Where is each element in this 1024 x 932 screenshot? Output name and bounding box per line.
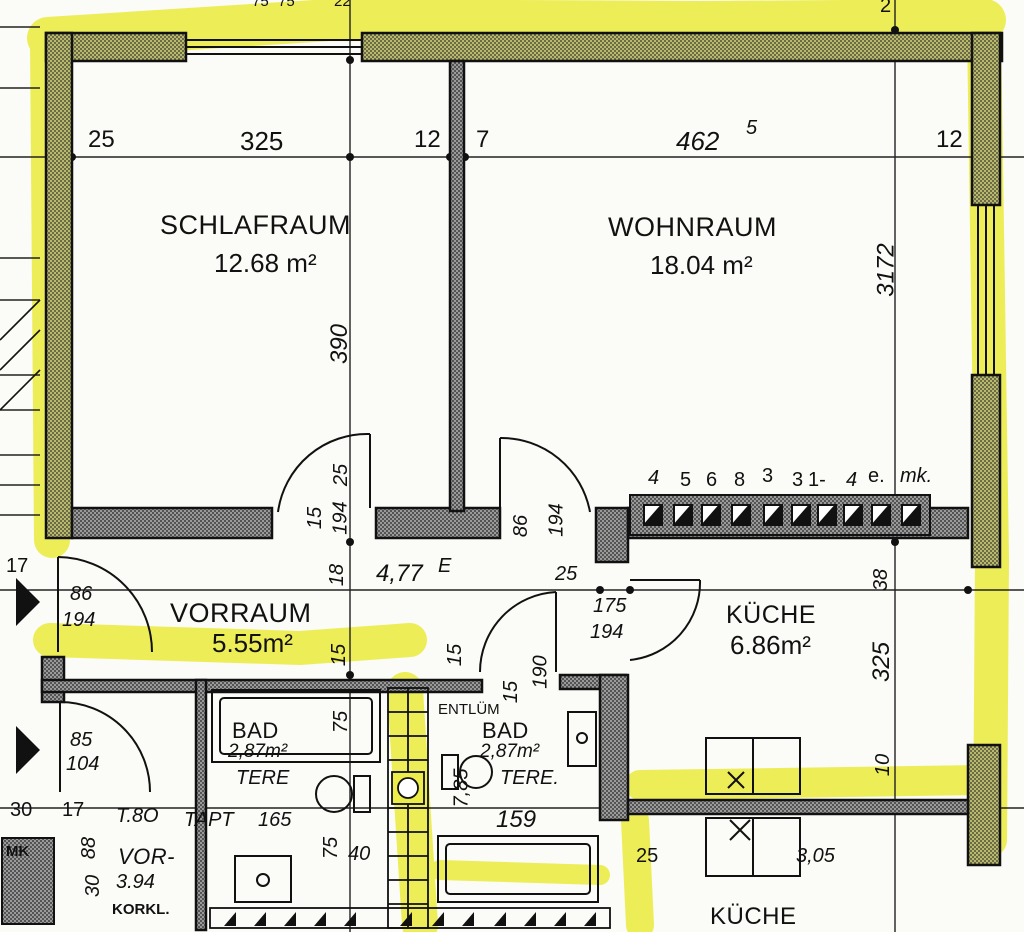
dim-bottom-tapt: TAPT <box>184 809 234 831</box>
vent-label-1: 4 <box>648 467 660 489</box>
dim-kueche-38: 38 <box>870 568 893 592</box>
dim-kueche-325: 325 <box>868 641 896 683</box>
dim-bottom-305: 3,05 <box>796 845 835 867</box>
vent-label-9: e. <box>868 465 885 487</box>
dim-kueche-door-top: 175 <box>593 595 627 617</box>
dim-edge-2: 2 <box>880 0 892 17</box>
dim-top-schlaf-width: 325 <box>240 126 284 156</box>
sink-left <box>234 855 292 903</box>
dim-bottom-30b: 30 <box>82 874 105 898</box>
vent-label-8: 4 <box>846 469 858 491</box>
dim-bad2-785: 7,85 <box>450 768 473 808</box>
room-area-schlafraum: 12.68 m² <box>214 248 317 278</box>
dim-vorraum-width: 4,77 <box>376 560 423 587</box>
dim-bad1-75: 75 <box>330 710 353 734</box>
dim-bath-door-a: 15 <box>500 680 523 704</box>
door-arrows <box>16 578 40 774</box>
lower-shafts <box>209 687 611 929</box>
dim-door-schlaf-b: 194 <box>329 501 352 535</box>
dim-door-left-b-bottom: 104 <box>66 753 100 775</box>
dim-top-left-wall: 25 <box>88 126 115 153</box>
room-area-bad-right: 2,87m² <box>480 741 540 762</box>
window-openings <box>186 39 995 375</box>
dim-door-schlaf-a: 25 <box>330 463 353 487</box>
dim-bad2-159: 159 <box>496 806 537 833</box>
dim-kueche-10: 10 <box>872 753 895 777</box>
toilet-left <box>315 775 371 813</box>
dim-left-17: 17 <box>6 555 29 577</box>
room-area-vor-korkl: 3.94 <box>116 871 155 893</box>
dim-kueche-door-bottom: 194 <box>590 621 624 643</box>
toilet-right <box>441 754 493 790</box>
room-name-bad-left: BAD <box>232 718 279 743</box>
vent-label-10: mk. <box>900 465 933 487</box>
dim-bottom-17: 17 <box>62 799 85 821</box>
room-name-kueche: KÜCHE <box>726 601 817 629</box>
room-area-vorraum: 5.55m² <box>212 628 293 658</box>
dim-vorraum-e: E <box>438 555 452 577</box>
dim-bottom-30: 30 <box>10 799 33 821</box>
dim-door-schlaf-c: 15 <box>304 506 327 530</box>
room-extra-bad-right: TERE. <box>500 767 559 789</box>
bottom-left-column <box>1 837 55 925</box>
room-extra-bad-left: TERE <box>236 767 290 789</box>
dim-wohn-height: 3172 <box>872 243 900 297</box>
label-entluem: ENTLÜM <box>438 701 500 718</box>
bathtub-left <box>211 689 381 763</box>
room-name-wohnraum: WOHNRAUM <box>608 212 777 242</box>
dim-bath-15: 15 <box>444 643 467 667</box>
room-name-kueche-lower: KÜCHE <box>710 903 797 930</box>
dim-kueche-25: 25 <box>555 563 578 585</box>
exterior-walls <box>44 31 1004 867</box>
dim-edge-75a: 75 <box>252 0 269 10</box>
dim-bottom-tro: T.8O <box>116 805 159 827</box>
dim-door-wohn-b: 194 <box>545 503 568 537</box>
dim-edge-22: 22 <box>334 0 351 10</box>
room-name-bad-right: BAD <box>482 718 529 743</box>
dim-schlaf-height: 390 <box>326 323 354 365</box>
bathtub-right <box>437 835 599 903</box>
vent-label-3: 6 <box>706 469 718 491</box>
door-swings <box>57 432 702 793</box>
dim-door-wohn-a: 86 <box>510 514 533 538</box>
room-extra-vor-korkl: KORKL. <box>112 901 170 918</box>
dim-bad1-75b: 75 <box>320 836 343 860</box>
ventilation-shafts <box>629 494 931 536</box>
dim-bottom-mk: MK <box>6 843 30 860</box>
vent-label-4: 8 <box>734 469 746 491</box>
dim-bath-door-b: 190 <box>529 655 552 689</box>
dim-vorraum-a: 18 <box>326 563 349 587</box>
dim-door-left-b-top: 85 <box>70 729 93 751</box>
dim-bottom-88: 88 <box>78 836 101 860</box>
sink-right <box>567 711 597 767</box>
kitchen-stove <box>705 737 801 877</box>
dim-edge-75b: 75 <box>278 0 295 10</box>
dim-top-mid-wall: 12 <box>414 126 441 153</box>
dim-top-wohn-sup: 5 <box>746 117 758 139</box>
vent-label-6: 3 <box>792 469 804 491</box>
lower-vent-marks <box>224 912 596 926</box>
room-name-vorraum: VORRAUM <box>170 598 312 628</box>
room-area-wohnraum: 18.04 m² <box>650 250 753 280</box>
left-stair-hatching <box>0 299 41 411</box>
room-name-vor-korkl: VOR- <box>118 844 175 869</box>
vent-label-5: 3 <box>762 465 774 487</box>
dim-top-right-wall: 12 <box>936 126 963 153</box>
room-area-bad-left: 2,87m² <box>228 741 288 762</box>
dim-bad1-40: 40 <box>348 843 371 865</box>
dim-door-left-a-bottom: 194 <box>62 609 96 631</box>
dim-bottom-25: 25 <box>636 845 659 867</box>
room-name-schlafraum: SCHLAFRAUM <box>160 210 352 240</box>
dim-vorraum-15: 15 <box>328 643 351 667</box>
dim-door-left-a-top: 86 <box>70 583 93 605</box>
dim-bad1-165: 165 <box>258 809 292 831</box>
vent-label-2: 5 <box>680 469 692 491</box>
dim-top-mid-wall-b: 7 <box>476 126 490 153</box>
dim-top-wohn-width: 462 <box>676 126 720 156</box>
vent-label-7: 1- <box>808 469 826 491</box>
room-area-kueche: 6.86m² <box>730 630 811 660</box>
